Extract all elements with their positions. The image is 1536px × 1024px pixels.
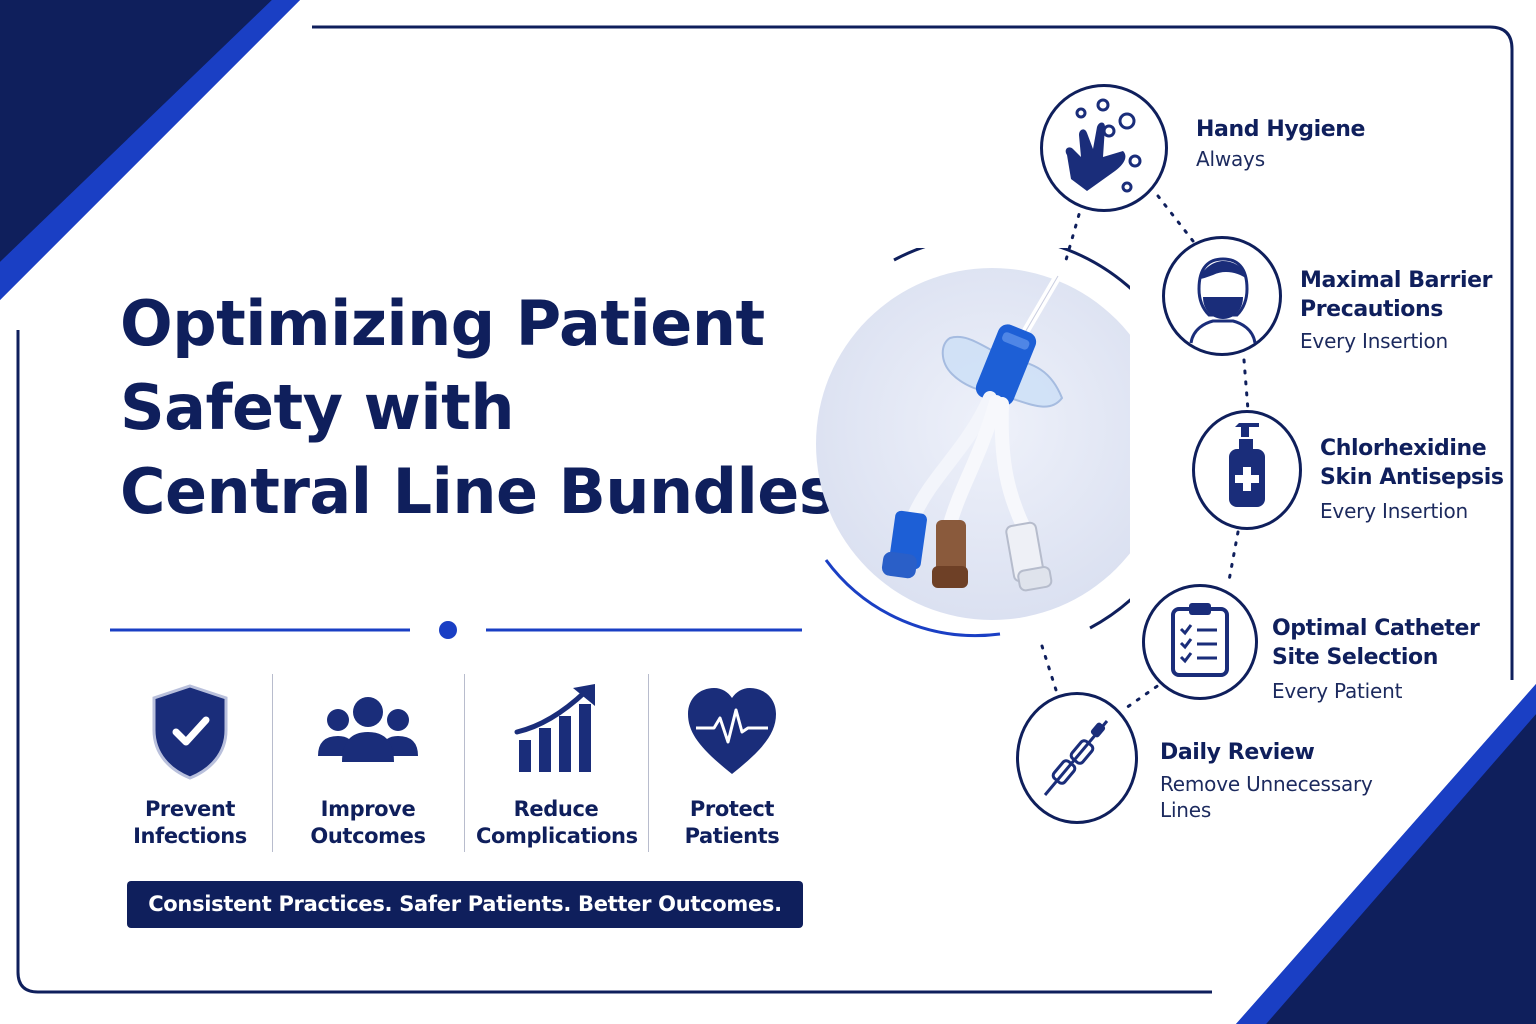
title-line-2: Safety with	[120, 371, 514, 444]
corner-decoration-bottom-right	[1236, 684, 1536, 1024]
step-hand-hygiene-circle	[1040, 84, 1168, 212]
step-maximal-barrier-circle	[1162, 236, 1282, 356]
step-sub-line2: Lines	[1160, 798, 1212, 822]
step-hand-hygiene: Hand Hygiene Always	[1196, 115, 1365, 172]
step-title-line1: Chlorhexidine	[1320, 436, 1487, 461]
benefit-label-line2: Patients	[684, 824, 780, 848]
step-chlorhexidine-circle	[1192, 410, 1302, 530]
heart-pulse-icon	[688, 688, 776, 774]
benefit-label-line1: Prevent	[144, 797, 236, 821]
benefit-label-line1: Improve	[320, 797, 416, 821]
benefit-label-line2: Complications	[476, 824, 638, 848]
step-daily-review-circle	[1016, 692, 1138, 824]
step-title-line1: Hand Hygiene	[1196, 117, 1366, 142]
step-optimal-site-circle	[1142, 584, 1258, 700]
benefit-improve-outcomes: Improve Outcomes	[298, 684, 438, 850]
step-sub-line1: Every Patient	[1272, 679, 1403, 703]
title-line-1: Optimizing Patient	[120, 287, 765, 360]
clipboard-checklist-icon	[1171, 603, 1229, 677]
step-maximal-barrier: Maximal Barrier Precautions Every Insert…	[1300, 266, 1492, 354]
step-sub-line1: Always	[1196, 147, 1265, 171]
step-title-line1: Daily Review	[1160, 740, 1315, 765]
step-sub-line1: Every Insertion	[1320, 499, 1469, 523]
step-title-line2: Site Selection	[1272, 645, 1438, 670]
bar-chart-growth-icon	[514, 684, 595, 772]
benefit-separator	[272, 674, 273, 852]
tagline-banner: Consistent Practices. Safer Patients. Be…	[127, 881, 803, 928]
benefit-separator	[464, 674, 465, 852]
step-sub-line1: Remove Unnecessary	[1160, 772, 1373, 796]
step-chlorhexidine: Chlorhexidine Skin Antisepsis Every Inse…	[1320, 434, 1504, 524]
soap-bottle-icon	[1229, 423, 1265, 507]
face-mask-icon	[1189, 257, 1257, 344]
benefit-label-line1: Protect	[689, 797, 775, 821]
corner-decoration-top-left	[0, 0, 300, 300]
catheter-photo	[816, 248, 1130, 638]
step-optimal-site: Optimal Catheter Site Selection Every Pa…	[1272, 614, 1480, 704]
benefit-label-line2: Outcomes	[310, 824, 426, 848]
benefit-reduce-complications: Reduce Complications	[476, 684, 638, 850]
people-group-icon	[318, 697, 418, 762]
shield-check-icon	[152, 684, 228, 780]
title-line-3: Central Line Bundles	[120, 455, 836, 528]
benefit-protect-patients: Protect Patients	[662, 684, 802, 850]
benefit-prevent-infections: Prevent Infections	[120, 684, 260, 850]
step-title-line1: Optimal Catheter	[1272, 616, 1480, 641]
step-title-line2: Precautions	[1300, 297, 1443, 322]
step-title-line2: Skin Antisepsis	[1320, 465, 1504, 490]
step-connector-lines	[1040, 194, 1250, 710]
page-title: Optimizing Patient Safety with Central L…	[120, 282, 840, 534]
benefit-separator	[648, 674, 649, 852]
hand-wash-icon	[1065, 98, 1142, 193]
step-title-line1: Maximal Barrier	[1300, 268, 1493, 293]
step-daily-review: Daily Review Remove Unnecessary Lines	[1160, 738, 1373, 823]
step-sub-line1: Every Insertion	[1300, 329, 1449, 353]
benefit-label-line1: Reduce	[513, 797, 599, 821]
benefit-label-line2: Infections	[133, 824, 247, 848]
catheter-line-icon	[1043, 720, 1109, 796]
section-divider	[110, 621, 802, 639]
